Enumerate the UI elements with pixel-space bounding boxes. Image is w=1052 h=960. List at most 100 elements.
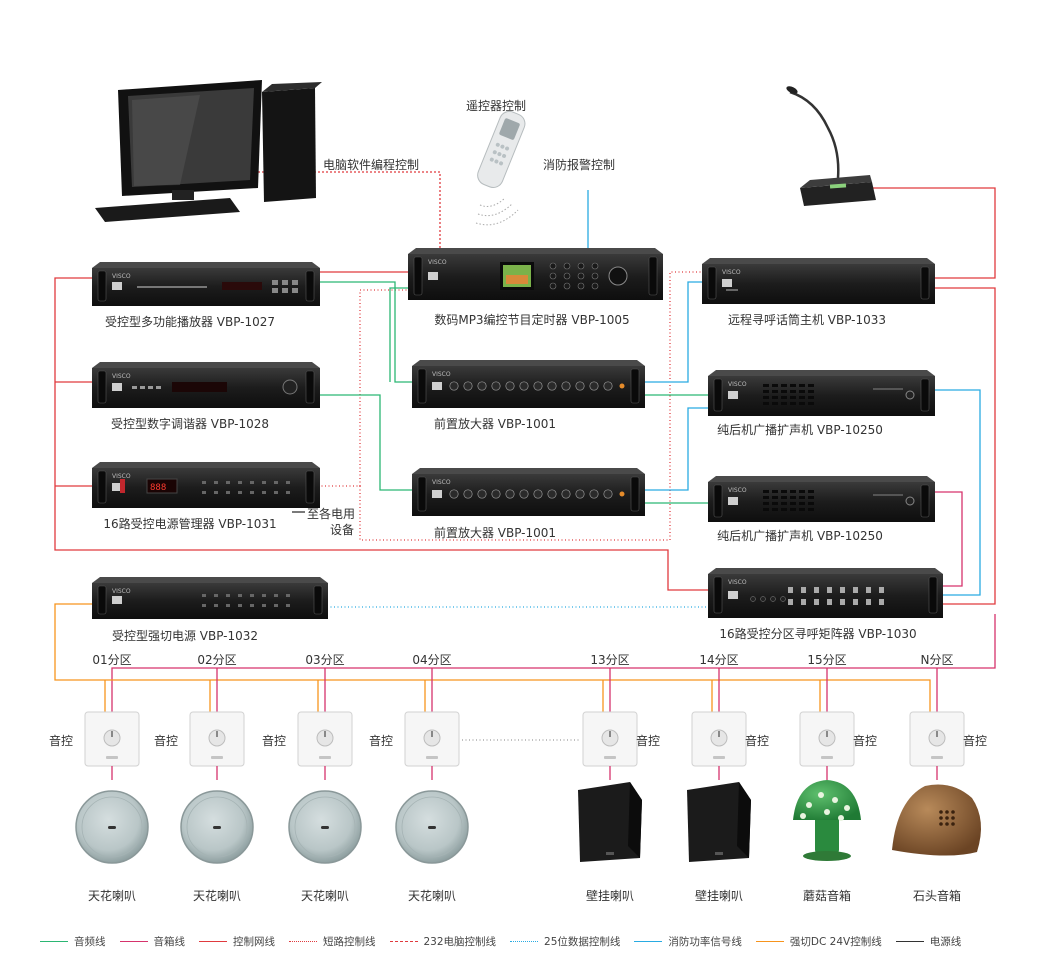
- zone-label: 14分区: [699, 653, 739, 667]
- volume-control-panel[interactable]: [297, 711, 353, 767]
- volume-label: 音控: [368, 734, 394, 748]
- svg-text:VISCO: VISCO: [728, 487, 747, 494]
- volume-control-panel[interactable]: [691, 711, 747, 767]
- rack-units: VISCOVISCOVISCO888VISCOVISCOVISCOVISCOVI…: [92, 248, 943, 619]
- legend-item: 短路控制线: [289, 934, 376, 949]
- volume-control-panel[interactable]: [84, 711, 140, 767]
- speaker-label: 蘑菇音箱: [802, 889, 852, 903]
- control-net-mic: [868, 187, 996, 279]
- fire-paging-1: [645, 281, 708, 383]
- rack-paging-host: VISCO: [702, 258, 935, 304]
- computer: [95, 80, 322, 222]
- speaker-bus: [111, 614, 996, 712]
- ceiling-speaker-icon: [288, 790, 362, 864]
- speaker-amp2-matrix: [935, 491, 963, 587]
- svg-text:VISCO: VISCO: [722, 269, 741, 276]
- legend-label: 电源线: [929, 936, 962, 948]
- legend-line-swatch: [389, 941, 418, 942]
- legend-label: 控制网线: [233, 936, 275, 948]
- mushroom-speaker-icon: [793, 780, 861, 861]
- label-preamp-1: 前置放大器 VBP-1001: [433, 417, 557, 431]
- volume-label: 音控: [48, 734, 74, 748]
- label-amp-2: 纯后机广播扩声机 VBP-10250: [717, 529, 883, 543]
- wall-speaker-icon: [687, 782, 751, 862]
- pc-232-line: [258, 171, 441, 248]
- speaker-label: 壁挂喇叭: [694, 889, 744, 903]
- zone-label: 01分区: [92, 653, 132, 667]
- legend-item: 25位数据控制线: [510, 934, 620, 949]
- rack-preamp-1: VISCO: [412, 360, 645, 408]
- volume-control-panel[interactable]: [404, 711, 460, 767]
- short-ctrl-line: [318, 289, 408, 487]
- legend-line-swatch: [634, 941, 663, 942]
- label-amp-1: 纯后机广播扩声机 VBP-10250: [717, 423, 883, 437]
- fire-paging-2: [645, 407, 708, 491]
- svg-text:VISCO: VISCO: [728, 579, 747, 586]
- svg-text:VISCO: VISCO: [728, 381, 747, 388]
- volume-label: 音控: [744, 734, 770, 748]
- svg-text:888: 888: [150, 483, 166, 493]
- volume-control-panel[interactable]: [582, 711, 638, 767]
- svg-text:VISCO: VISCO: [112, 473, 131, 480]
- zone-label: N分区: [920, 653, 954, 667]
- label-fire-control: 消防报警控制: [543, 158, 616, 172]
- volume-label: 音控: [635, 734, 661, 748]
- volume-label: 音控: [261, 734, 287, 748]
- legend-line-swatch: [895, 941, 924, 942]
- control-net-right: [935, 287, 996, 605]
- short-ctrl-line-2: [359, 271, 708, 541]
- rack-multi-player: VISCO: [92, 262, 320, 306]
- label-power-manager: 16路受控电源管理器 VBP-1031: [103, 517, 277, 531]
- legend-label: 232电脑控制线: [423, 936, 497, 948]
- rack-mp3-timer: VISCO: [408, 248, 663, 300]
- volume-control-panel[interactable]: [189, 711, 245, 767]
- speaker-label: 石头音箱: [912, 889, 962, 903]
- speaker-label: 天花喇叭: [300, 889, 350, 903]
- label-pc-control: 电脑软件编程控制: [323, 158, 420, 172]
- zone-label: 03分区: [305, 653, 345, 667]
- speaker-label: 天花喇叭: [87, 889, 137, 903]
- volume-label: 音控: [852, 734, 878, 748]
- control-net-left-bus: [54, 277, 708, 591]
- label-preamp-2: 前置放大器 VBP-1001: [433, 526, 557, 540]
- label-paging-host: 远程寻呼话筒主机 VBP-1033: [727, 313, 887, 327]
- audio-player: [320, 281, 412, 383]
- legend-line-swatch: [199, 941, 227, 942]
- volume-label: 音控: [153, 734, 179, 748]
- label-matrix: 16路受控分区寻呼矩阵器 VBP-1030: [719, 627, 917, 641]
- rack-preamp-2: VISCO: [412, 468, 645, 516]
- dc24-bus: [54, 603, 931, 712]
- legend-label: 25位数据控制线: [544, 936, 621, 948]
- ceiling-speaker-icon: [75, 790, 149, 864]
- zone-units: [75, 711, 981, 864]
- svg-text:VISCO: VISCO: [428, 259, 447, 266]
- legend-item: 控制网线: [199, 934, 275, 949]
- legend-line-swatch: [40, 941, 68, 942]
- svg-text:VISCO: VISCO: [112, 373, 131, 380]
- svg-text:VISCO: VISCO: [112, 273, 131, 280]
- label-equip-1: 至各电用: [307, 507, 356, 521]
- legend-item: 强切DC 24V控制线: [755, 934, 882, 949]
- stone-speaker-icon: [892, 784, 981, 856]
- rack-amp-1: VISCO: [708, 370, 935, 416]
- gooseneck-microphone: [786, 86, 876, 206]
- ceiling-speaker-icon: [395, 790, 469, 864]
- zone-label: 13分区: [590, 653, 630, 667]
- legend-label: 强切DC 24V控制线: [789, 936, 882, 948]
- zone-label: 02分区: [197, 653, 237, 667]
- label-tuner: 受控型数字调谐器 VBP-1028: [110, 417, 270, 431]
- rack-tuner: VISCO: [92, 362, 320, 408]
- label-remote-control: 遥控器控制: [466, 99, 527, 113]
- speaker-label: 天花喇叭: [407, 889, 457, 903]
- rack-matrix: VISCO: [708, 568, 943, 618]
- speaker-label: 壁挂喇叭: [585, 889, 635, 903]
- volume-control-panel[interactable]: [909, 711, 965, 767]
- volume-label: 音控: [962, 734, 988, 748]
- rack-power-manager: VISCO 888: [92, 462, 320, 508]
- legend-item: 音频线: [40, 934, 106, 949]
- volume-control-panel[interactable]: [799, 711, 855, 767]
- svg-text:VISCO: VISCO: [432, 479, 451, 486]
- zone-label: 04分区: [412, 653, 452, 667]
